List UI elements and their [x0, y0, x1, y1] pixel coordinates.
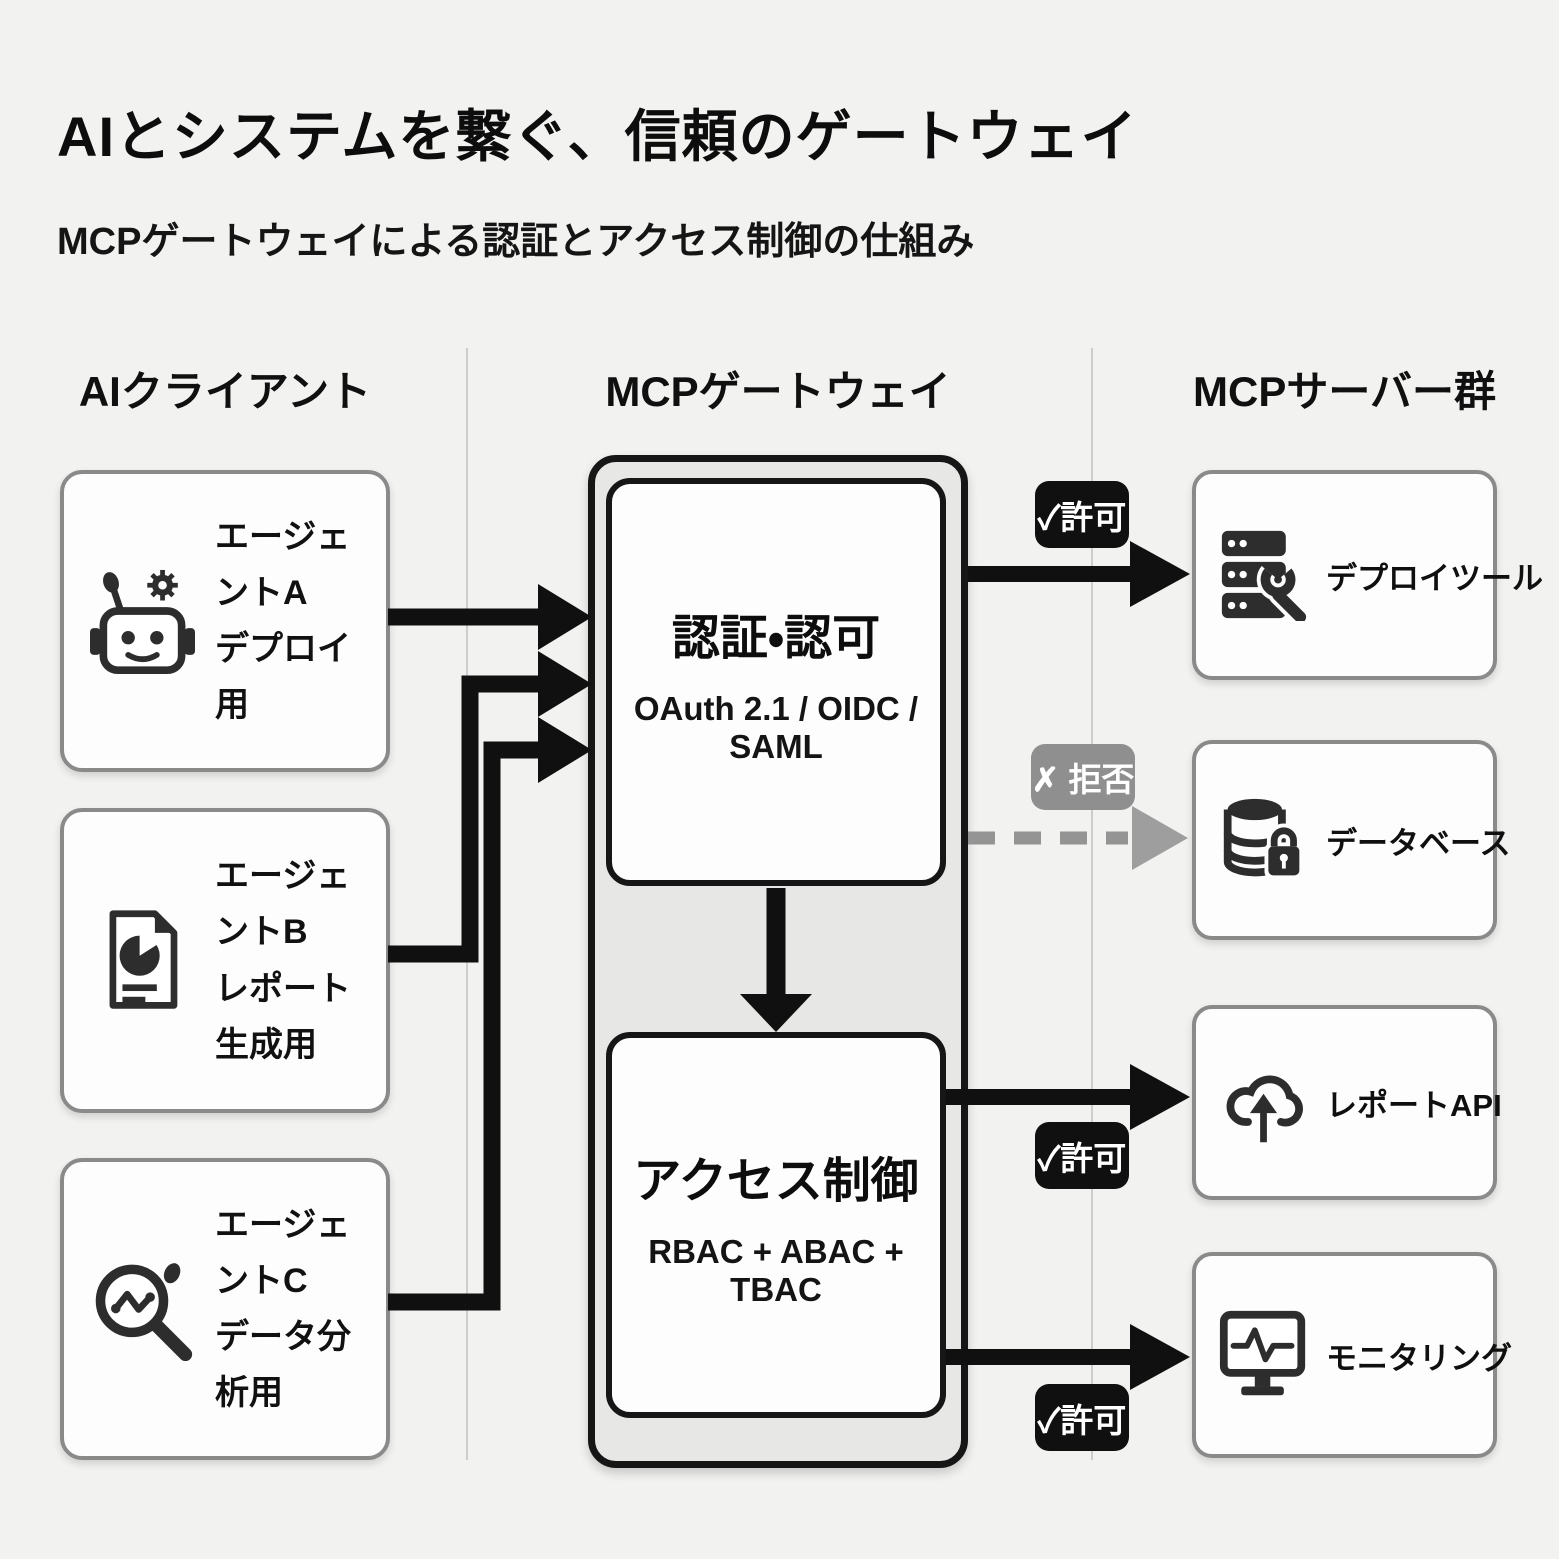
agent-c-text: エージェントC データ分析用: [215, 1197, 378, 1421]
page-title: AIとシステムを繋ぐ、信頼のゲートウェイ: [57, 105, 1138, 168]
auth-title: 認証・認可: [671, 612, 881, 665]
allow-badge-deploy-tool: ✓許可: [1035, 481, 1129, 548]
gateway-column-header: MCPゲートウェイ: [605, 368, 951, 415]
servers-column-header: MCPサーバー群: [1193, 368, 1496, 415]
deny-badge-database: ✗ 拒否: [1031, 744, 1135, 810]
allow-badge-report-api: ✓許可: [1035, 1122, 1129, 1189]
arrow-gateway-to-monitoring: [946, 1324, 1190, 1390]
arrow-gateway-to-deploy-tool: [968, 541, 1190, 607]
clients-column-header: AIクライアント: [78, 368, 372, 415]
server-database-label: データベース: [1326, 825, 1511, 861]
monitor-pulse-icon: [1219, 1310, 1306, 1396]
agent-b-purpose: レポート生成用: [215, 969, 351, 1064]
server-deploy-tool-box: デプロイツール: [1192, 470, 1543, 680]
arrow-gateway-to-database-denied: [968, 806, 1188, 870]
server-monitoring-box: モニタリング: [1192, 1252, 1512, 1458]
agent-b-name: エージェントB: [215, 857, 351, 952]
agent-a-purpose: デプロイ用: [215, 630, 351, 725]
auth-protocols: OAuth 2.1 / OIDC / SAML: [633, 690, 919, 765]
report-document-icon: [109, 910, 178, 1009]
server-report-api-box: レポートAPI: [1192, 1005, 1502, 1200]
agent-a-box: エージェントA デプロイ用: [60, 470, 390, 772]
cloud-upload-icon: [1226, 1075, 1303, 1142]
agent-a-name: エージェントA: [215, 517, 351, 612]
database-lock-icon: [1223, 798, 1306, 880]
server-database-box: データベース: [1192, 740, 1510, 940]
agent-b-box: エージェントB レポート生成用: [60, 808, 390, 1113]
arrow-gateway-to-report-api: [946, 1064, 1190, 1130]
arrow-agent-c-to-gateway: [388, 717, 592, 1311]
access-control-title: アクセス制御: [633, 1155, 919, 1208]
access-control-models: RBAC + ABAC + TBAC: [648, 1233, 904, 1308]
arrow-agent-b-to-gateway: [388, 651, 592, 963]
agent-b-text: エージェントB レポート生成用: [215, 848, 378, 1072]
server-wrench-icon: [1221, 530, 1310, 621]
server-deploy-tool-label: デプロイツール: [1326, 560, 1543, 596]
server-monitoring-label: モニタリング: [1326, 1340, 1512, 1376]
auth-box: 認証・認可 OAuth 2.1 / OIDC / SAML: [606, 478, 946, 886]
magnifier-analytics-icon: [95, 1262, 193, 1361]
column-divider-left: [466, 348, 468, 1460]
server-report-api-label: レポートAPI: [1326, 1088, 1502, 1123]
page-subtitle: MCPゲートウェイによる認証とアクセス制御の仕組み: [57, 221, 975, 263]
column-divider-right: [1091, 348, 1093, 1460]
agent-c-box: エージェントC データ分析用: [60, 1158, 390, 1460]
agent-c-purpose: データ分析用: [215, 1318, 351, 1413]
robot-gear-icon: [90, 569, 195, 674]
access-control-box: アクセス制御 RBAC + ABAC + TBAC: [606, 1032, 946, 1418]
arrow-agent-a-to-gateway: [388, 584, 592, 650]
agent-c-name: エージェントC: [215, 1205, 351, 1300]
allow-badge-monitoring: ✓許可: [1035, 1384, 1129, 1451]
agent-a-text: エージェントA デプロイ用: [215, 509, 378, 733]
